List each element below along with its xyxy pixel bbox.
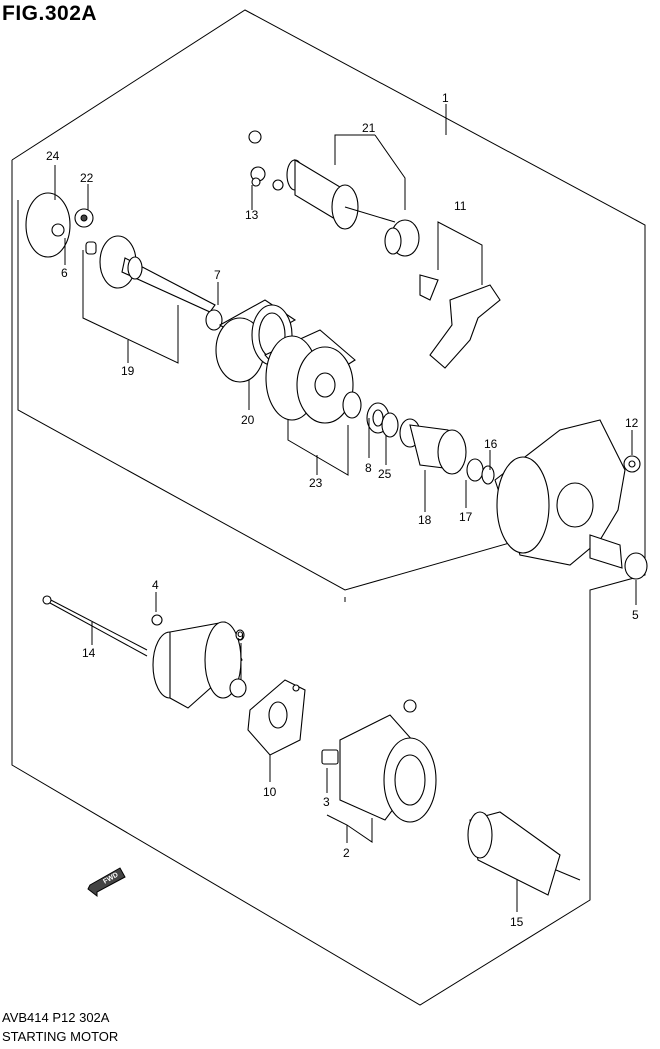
callout-15: 15	[510, 915, 524, 929]
part-front-housing	[494, 419, 626, 569]
part-armature	[467, 811, 581, 896]
callout-12: 12	[625, 416, 639, 430]
part-shaft	[99, 235, 223, 331]
callout-7: 7	[214, 268, 221, 282]
callout-19: 19	[121, 364, 135, 378]
part-grommet	[229, 678, 247, 698]
callout-23: 23	[309, 476, 323, 490]
part-solenoid	[248, 130, 420, 257]
part-screw	[151, 614, 163, 626]
callout-17: 17	[459, 510, 473, 524]
callout-5: 5	[632, 608, 639, 622]
callout-25: 25	[378, 467, 392, 481]
callout-16: 16	[484, 437, 498, 451]
callout-9: 9	[237, 629, 244, 643]
callout-18: 18	[418, 513, 432, 527]
callout-24: 24	[46, 149, 60, 163]
part-yoke	[321, 699, 437, 823]
part-lever	[419, 274, 501, 369]
callout-6: 6	[61, 266, 68, 280]
part-cover	[25, 192, 97, 258]
assembly-outline	[11, 9, 646, 1006]
callout-4: 4	[152, 578, 159, 592]
callout-3: 3	[323, 795, 330, 809]
callout-21: 21	[362, 121, 376, 135]
part-through-bolt	[42, 595, 148, 657]
figure-code: AVB414 P12 302A	[2, 1010, 110, 1025]
callout-11: 11	[454, 199, 467, 213]
callout-2: 2	[343, 846, 350, 860]
callout-1: 1	[442, 91, 449, 105]
part-brush-holder	[247, 679, 306, 756]
part-nut	[623, 455, 641, 473]
callout-labels: 1 2 3 4 5 6 7 8 9 10 11 12 13 14 15 16 1…	[46, 91, 639, 929]
part-bearing-washer	[342, 391, 399, 438]
callout-8: 8	[365, 461, 372, 475]
figure-name: STARTING MOTOR	[2, 1029, 119, 1044]
part-rear-bracket	[152, 621, 245, 709]
part-internal-gear	[215, 299, 297, 383]
part-pinion	[399, 418, 495, 485]
callout-20: 20	[241, 413, 255, 427]
part-gear-housing	[264, 329, 356, 424]
assembly-inner-edge	[17, 200, 591, 591]
callout-10: 10	[263, 785, 277, 799]
leader-lines	[54, 104, 637, 912]
part-bushing	[624, 552, 648, 580]
figure-title: FIG.302A	[2, 2, 98, 25]
fwd-arrow-icon: FWD	[87, 867, 126, 898]
callout-13: 13	[245, 208, 259, 222]
callout-14: 14	[82, 646, 96, 660]
callout-22: 22	[80, 171, 94, 185]
